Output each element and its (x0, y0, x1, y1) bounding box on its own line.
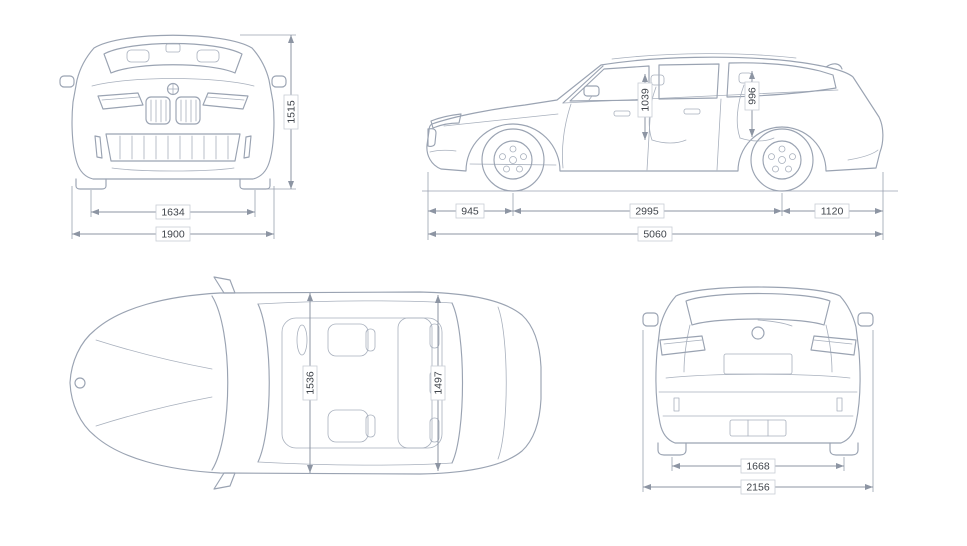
rear-reflectors (673, 397, 843, 412)
dim-front-width: 1900 (71, 186, 275, 242)
dim-top-front-interior-width: 1536 (302, 293, 318, 473)
side-rocker-line (469, 163, 557, 166)
rear-view (642, 286, 874, 456)
top-hatch-line (497, 306, 507, 460)
side-roof-rail (611, 53, 797, 60)
top-front-width-label: 1536 (305, 371, 317, 395)
front-lower-lip (111, 167, 235, 172)
dim-rear-overhang: 1120 (782, 203, 883, 219)
top-windshield-base (211, 295, 229, 471)
side-windows (562, 62, 837, 104)
bmw-roundel-icon (166, 82, 180, 96)
dim-top-rear-interior-width: 1497 (430, 295, 446, 471)
dim-rear-track: 1668 (671, 457, 845, 474)
dim-front-headroom: 1039 (637, 74, 653, 140)
dim-overall-length: 5060 (428, 226, 883, 242)
rear-body-outline (655, 286, 861, 444)
front-hood-crease (91, 78, 255, 87)
front-kidney-grille (145, 96, 201, 125)
front-wheels (75, 178, 271, 190)
rear-wiper (757, 319, 793, 327)
dim-front-overhang: 945 (428, 203, 513, 219)
side-shark-fin-antenna (825, 63, 843, 70)
dim-front-track: 1634 (90, 190, 256, 220)
front-width-label: 1900 (161, 229, 185, 241)
top-steering-wheel (296, 324, 308, 356)
front-height-label: 1515 (286, 100, 298, 124)
rear-window (685, 292, 831, 326)
rear-mirror-width-label: 2156 (746, 482, 770, 494)
top-front-seats (327, 323, 376, 443)
front-lower-intake (94, 133, 252, 162)
top-rear-width-label: 1497 (433, 371, 445, 395)
dim-wheelbase: 2995 (513, 203, 782, 219)
rear-overhang-label: 1120 (821, 206, 844, 218)
top-body-outline (69, 291, 542, 475)
dim-rear-mirror-width: 2156 (642, 330, 874, 495)
side-rear-bumper-line (847, 149, 879, 161)
top-roof-edges (257, 300, 453, 466)
wheelbase-label: 2995 (635, 206, 659, 218)
front-interior (126, 43, 220, 63)
side-front-seat (648, 74, 687, 144)
front-view (59, 34, 287, 190)
rear-tailgate-cuts (683, 324, 833, 373)
side-rear-wheel (750, 128, 814, 192)
dim-front-height: 1515 (240, 34, 299, 190)
rear-tailgate-bottom (665, 373, 851, 379)
dim-side-extensions (427, 172, 884, 240)
rear-headroom-label: 996 (747, 87, 759, 105)
top-hood-creases (95, 339, 213, 427)
front-track-label: 1634 (161, 207, 185, 219)
dim-rear-headroom: 996 (744, 71, 760, 137)
side-body-outline (426, 56, 884, 172)
side-mirror (583, 85, 600, 101)
top-view (69, 276, 542, 490)
rear-diffuser (729, 419, 787, 437)
front-headroom-label: 1039 (640, 88, 652, 112)
side-view (422, 53, 898, 192)
front-body-outline (71, 34, 275, 180)
front-windshield (103, 42, 243, 74)
top-windshield-top (257, 303, 270, 463)
side-front-fascia (427, 113, 559, 153)
top-rear-glass (451, 302, 464, 464)
rear-track-label: 1668 (746, 461, 770, 473)
side-front-wheel (481, 128, 545, 192)
front-headlights (97, 92, 249, 110)
bmw-roundel-icon-top (74, 377, 86, 389)
top-side-mirrors (213, 276, 236, 490)
rear-wheels (657, 442, 859, 456)
rear-side-mirrors (642, 312, 874, 327)
bmw-roundel-icon-rear (751, 326, 765, 340)
rear-taillights (659, 335, 857, 356)
front-overhang-label: 945 (461, 206, 479, 218)
front-side-mirrors (59, 75, 287, 88)
rear-license-plate (723, 353, 793, 375)
overall-length-label: 5060 (643, 229, 667, 241)
